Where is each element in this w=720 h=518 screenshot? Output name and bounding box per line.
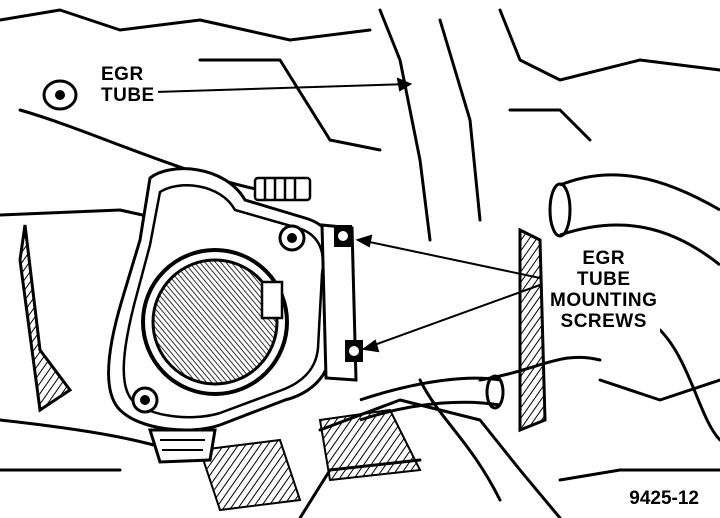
figure-number: 9425-12 xyxy=(626,488,702,510)
shadow-hatch-left xyxy=(18,224,73,413)
coolant-hose xyxy=(548,173,720,267)
mounting-label-line-3: MOUNTING xyxy=(550,290,658,311)
mounting-screw-upper xyxy=(334,225,352,247)
egr-tube-label-line-2: TUBE xyxy=(101,85,155,106)
stud-bolt xyxy=(253,176,312,202)
mounting-bracket xyxy=(320,223,363,382)
mounting-label-line-1: EGR xyxy=(582,248,626,269)
leader-screw-upper xyxy=(359,239,541,279)
leader-egr-tube xyxy=(154,83,411,93)
engine-block-edge xyxy=(0,8,372,42)
block-bolt xyxy=(42,79,78,111)
mounting-label-line-4: SCREWS xyxy=(560,311,647,332)
mounting-screws-label: EGR TUBE MOUNTING SCREWS xyxy=(547,247,661,333)
mounting-label-line-2: TUBE xyxy=(576,269,631,290)
bracket-hatch xyxy=(518,227,547,433)
egr-tube-label-line-1: EGR xyxy=(101,64,144,85)
leader-screw-lower xyxy=(365,284,541,349)
egr-tube-label: EGR TUBE xyxy=(98,63,158,107)
mounting-screw-lower xyxy=(345,340,363,362)
egr-tube-lower xyxy=(359,374,505,422)
egr-valve-flange xyxy=(107,167,338,464)
